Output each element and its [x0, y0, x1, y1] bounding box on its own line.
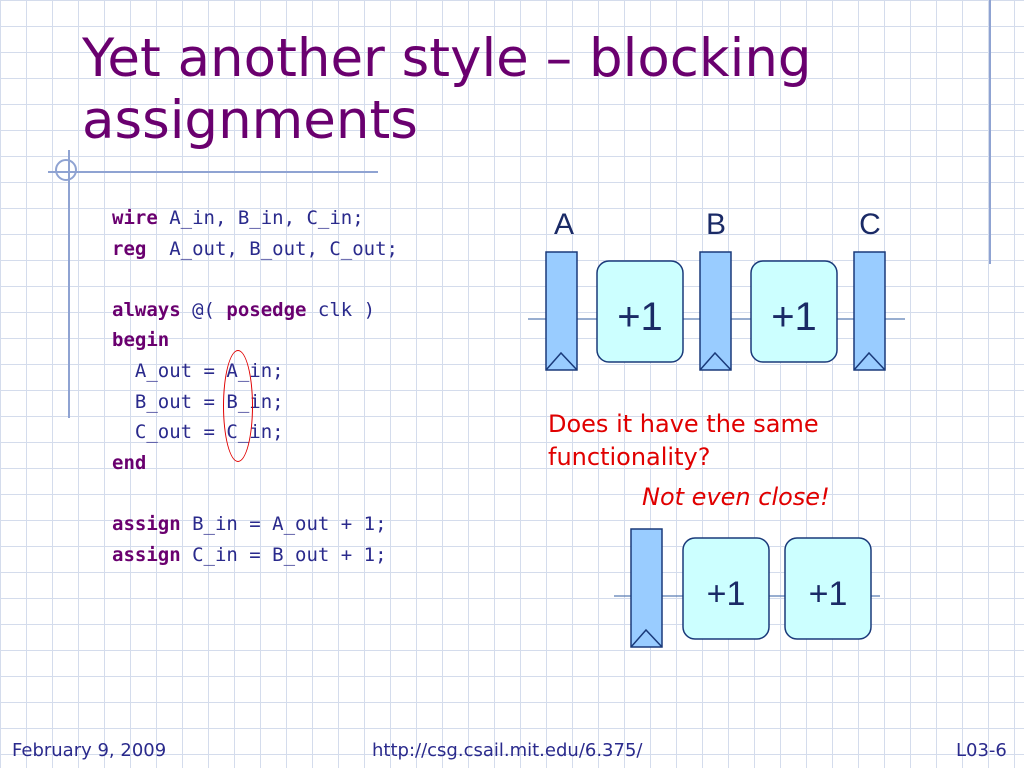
code-line: assign C_in = B_out + 1;	[112, 540, 398, 571]
footer-date: February 9, 2009	[12, 740, 167, 761]
title-underline-rule	[48, 171, 378, 173]
code-keyword: wire	[112, 207, 158, 229]
register-label-c: C	[859, 208, 881, 241]
decorative-right-rule	[989, 0, 991, 264]
register-b	[699, 251, 732, 371]
adder-box-2	[750, 260, 838, 363]
code-line: wire A_in, B_in, C_in;	[112, 203, 398, 234]
footer-url[interactable]: http://csg.csail.mit.edu/6.375/	[372, 740, 643, 761]
code-keyword: reg	[112, 237, 147, 260]
register-c	[853, 251, 886, 371]
red-circle-annotation	[223, 350, 253, 462]
adder-box-bottom-1	[682, 537, 770, 640]
decorative-circle-icon	[55, 159, 77, 181]
code-keyword: assign	[112, 543, 181, 566]
question-text: Does it have the same functionality?	[548, 410, 819, 471]
answer-text: Not even close!	[642, 483, 830, 511]
adder-label-2: +1	[771, 295, 817, 339]
code-text: A_in, B_in, C_in;	[157, 207, 364, 229]
adder-box-bottom-2	[784, 537, 872, 640]
adder-label-1: +1	[617, 295, 663, 339]
register-label-a: A	[554, 208, 574, 241]
code-line: end	[112, 448, 398, 479]
register-label-b: B	[706, 208, 726, 241]
verilog-code-block: wire A_in, B_in, C_in;reg A_out, B_out, …	[112, 203, 398, 570]
adder-label-bottom-1: +1	[707, 575, 746, 613]
slide-title: Yet another style – blocking assignments	[82, 28, 812, 151]
code-line: reg A_out, B_out, C_out;	[112, 234, 398, 265]
code-keyword: begin	[112, 329, 170, 352]
code-text: B_in = A_out + 1;	[180, 512, 387, 535]
code-text: C_in = B_out + 1;	[180, 543, 387, 566]
code-text: @( posedge clk )	[180, 298, 376, 321]
footer-page-number: L03-6	[956, 740, 1007, 761]
code-line: always @( posedge clk )	[112, 295, 398, 326]
code-keyword: end	[112, 451, 147, 474]
adder-box-1	[596, 260, 684, 363]
code-keyword: assign	[112, 512, 181, 535]
code-line: assign B_in = A_out + 1;	[112, 509, 398, 540]
code-keyword: posedge	[226, 298, 307, 321]
code-keyword: always	[112, 298, 181, 321]
register-a	[545, 251, 578, 371]
left-vertical-rule	[68, 150, 70, 418]
code-text: A_out, B_out, C_out;	[146, 237, 398, 260]
code-line: begin	[112, 325, 398, 356]
adder-label-bottom-2: +1	[809, 575, 848, 613]
register-bottom	[630, 528, 663, 648]
